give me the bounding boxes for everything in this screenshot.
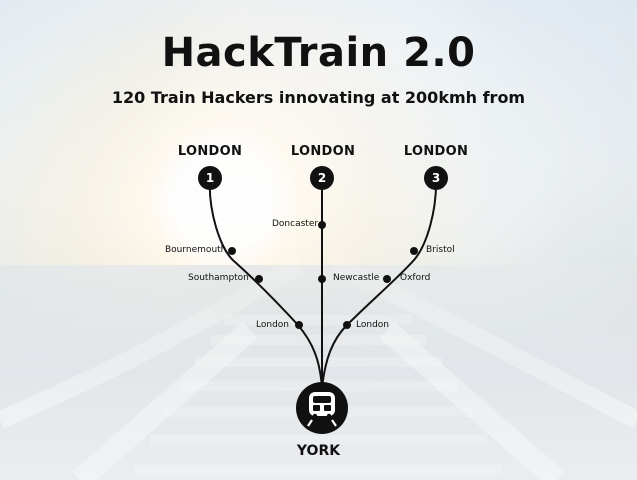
stop-label-bristol: Bristol: [426, 245, 455, 255]
stop-dot-bristol: [410, 247, 418, 255]
stop-label-london-right: London: [356, 320, 389, 330]
stop-dot-newcastle: [318, 275, 326, 283]
route-2-origin: LONDON: [290, 144, 356, 159]
route-3-origin: LONDON: [403, 144, 469, 159]
destination-label: YORK: [296, 443, 341, 459]
route-1-origin: LONDON: [177, 144, 243, 159]
route-3-line: [321, 177, 438, 389]
stop-label-london-left: London: [256, 320, 289, 330]
stop-dot-bournemouth: [228, 247, 236, 255]
route-1-badge: 1: [198, 166, 222, 190]
route-1-badge-number: 1: [206, 171, 214, 185]
route-2-badge-number: 2: [318, 171, 326, 185]
page-subtitle: 120 Train Hackers innovating at 200kmh f…: [111, 88, 526, 107]
stop-label-bournemouth: Bournemouth: [165, 245, 227, 255]
stop-dot-doncaster: [318, 221, 326, 229]
route-1-line: [208, 177, 323, 389]
route-3-badge: 3: [424, 166, 448, 190]
stop-dot-southampton: [255, 275, 263, 283]
york-hub: [296, 382, 348, 434]
page-title: HackTrain 2.0: [161, 30, 476, 76]
route-2-badge: 2: [310, 166, 334, 190]
stop-label-southampton: Southampton: [188, 273, 249, 283]
stop-dot-london-left: [295, 321, 303, 329]
stop-label-oxford: Oxford: [400, 273, 431, 283]
train-icon: [307, 392, 337, 427]
stop-label-doncaster: Doncaster: [272, 219, 319, 229]
stop-label-newcastle: Newcastle: [333, 273, 380, 283]
route-3-badge-number: 3: [432, 171, 440, 185]
stop-dot-london-right: [343, 321, 351, 329]
stop-dot-oxford: [383, 275, 391, 283]
